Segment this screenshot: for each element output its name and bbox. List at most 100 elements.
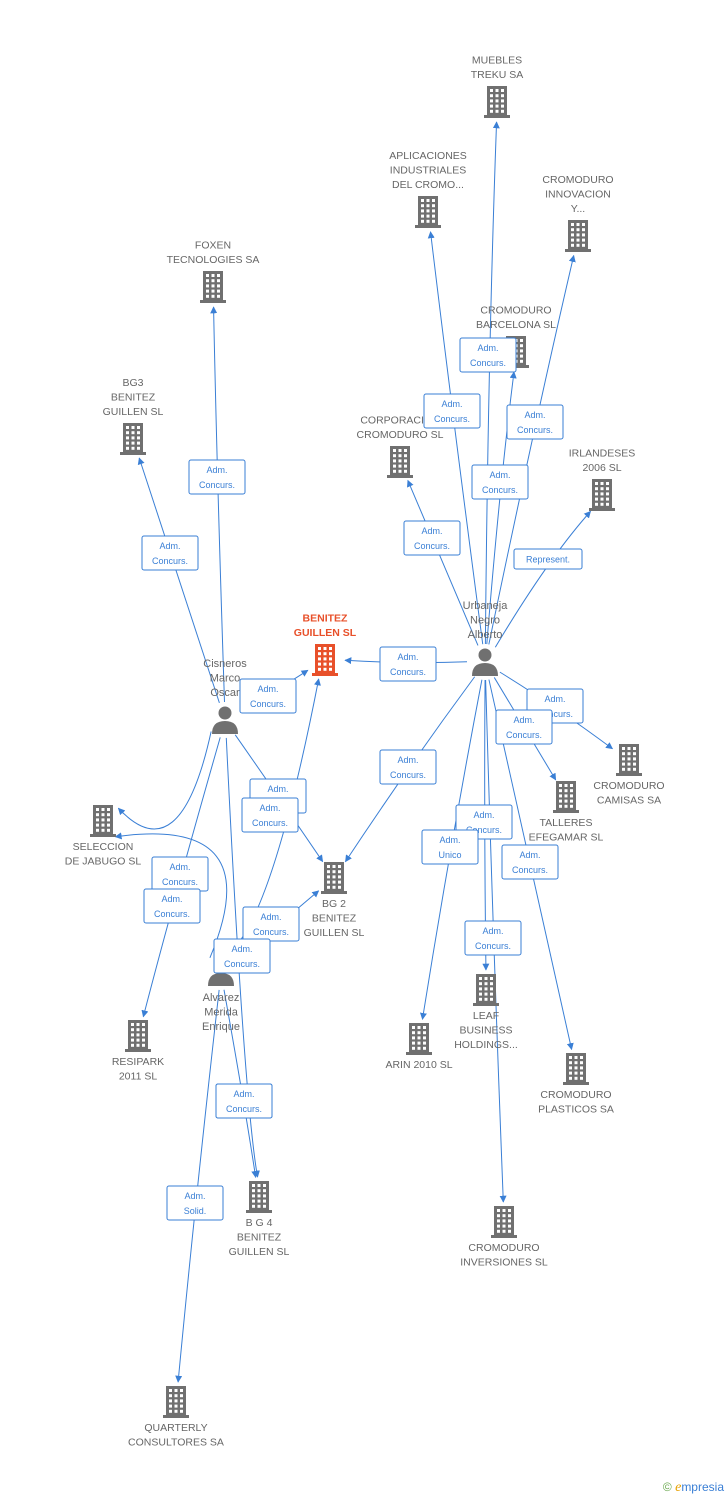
copyright-symbol: © <box>662 1480 672 1494</box>
node-label: Oscar <box>210 687 240 699</box>
node-label: Alvarez <box>203 992 240 1004</box>
edge-label-text: Adm. <box>257 684 278 694</box>
node-label: APLICACIONES <box>389 150 467 162</box>
node-label: SELECCION <box>73 841 134 853</box>
node-label: CAMISAS SA <box>597 795 661 807</box>
node-label: CROMODURO <box>542 174 613 186</box>
edge-label-cisneros-to-benitez[interactable]: Adm.Concurs. <box>239 678 297 714</box>
node-foxen[interactable]: FOXEN TECNOLOGIES SA <box>167 240 260 304</box>
edge-label-text: Adm. <box>524 410 545 420</box>
edge-label-box <box>471 464 529 500</box>
node-label: BENITEZ <box>237 1232 282 1244</box>
edge-label-box <box>464 920 522 956</box>
edge-label-text: Adm. <box>184 1191 205 1201</box>
edge-label-text: Adm. <box>397 652 418 662</box>
node-label: MUEBLES <box>472 55 522 67</box>
edge-label-urbaneja-to-bg2[interactable]: Adm.Concurs. <box>379 749 437 785</box>
node-arin[interactable]: ARIN 2010 SL <box>385 1023 453 1071</box>
building-icon <box>120 423 146 455</box>
node-label: 2011 SL <box>119 1071 157 1083</box>
edge-label-cisneros-to-foxen[interactable]: Adm.Concurs. <box>188 459 246 495</box>
node-label: FOXEN <box>195 240 231 252</box>
edge-label-urbaneja-to-corporacion[interactable]: Adm.Concurs. <box>403 520 461 556</box>
node-label: Cisneros <box>203 658 247 670</box>
node-label: CORPORACION <box>360 415 439 427</box>
edge-label-alvarez-to-bg2[interactable]: Adm.Concurs. <box>213 938 271 974</box>
edge-urbaneja-to-irlandeses <box>494 510 591 648</box>
edge-label-urbaneja-to-irlandeses[interactable]: Represent. <box>513 548 583 570</box>
edge-label-box <box>239 678 297 714</box>
edge-label-text: Adm. <box>169 862 190 872</box>
edge-label-text: Represent. <box>526 555 570 565</box>
edge-label-urbaneja-to-crom_innov[interactable]: Adm.Concurs. <box>506 404 564 440</box>
node-label: B G 4 <box>246 1217 273 1229</box>
edge-label-cisneros-to-bg3[interactable]: Adm.Concurs. <box>141 535 199 571</box>
edge-label-cisneros-to-seleccion[interactable]: Adm.Concurs. <box>151 856 209 892</box>
edge-label-urbaneja-to-aplicaciones[interactable]: Adm.Concurs. <box>423 393 481 429</box>
edge-label-alvarez-to-bg4[interactable]: Adm.Concurs. <box>215 1083 273 1119</box>
node-label: BENITEZ <box>312 913 357 925</box>
edge-label-box <box>379 749 437 785</box>
edge-label-text: Concurs. <box>224 959 260 969</box>
node-label: TECNOLOGIES SA <box>167 254 260 266</box>
node-label: TALLERES <box>540 817 593 829</box>
node-label: Negro <box>470 615 500 627</box>
node-crom_innov[interactable]: CROMODUROINNOVACIONY... <box>542 174 614 252</box>
node-label: IRLANDESES <box>569 448 636 460</box>
building-icon <box>200 271 226 303</box>
edge-label-box <box>459 337 517 373</box>
edge-label-box <box>166 1185 224 1221</box>
edge-cisneros-to-seleccion <box>117 731 212 830</box>
building-icon <box>565 220 591 252</box>
building-icon <box>616 744 642 776</box>
building-icon <box>246 1181 272 1213</box>
edge-label-box <box>506 404 564 440</box>
brand-initial: e <box>675 1480 682 1495</box>
node-crom_camisas[interactable]: CROMODURO CAMISAS SA <box>593 744 665 807</box>
edge-label-text: Concurs. <box>506 730 542 740</box>
edge-label-alvarez-to-quarterly[interactable]: Adm.Solid. <box>166 1185 224 1221</box>
edge-label-urbaneja-to-muebles[interactable]: Adm.Concurs. <box>459 337 517 373</box>
building-icon <box>415 196 441 228</box>
edge-label-alvarez-to-seleccion[interactable]: Adm.Concurs. <box>241 797 299 833</box>
node-leaf[interactable]: LEAFBUSINESSHOLDINGS... <box>454 974 518 1051</box>
node-label: CROMODURO <box>593 780 664 792</box>
edge-label-urbaneja-to-crom_bcn[interactable]: Adm.Concurs. <box>471 464 529 500</box>
empresia-credit[interactable]: © empresia <box>663 1480 724 1496</box>
edge-label-urbaneja-to-talleres[interactable]: Adm.Concurs. <box>495 709 553 745</box>
edge-label-box <box>188 459 246 495</box>
person-icon <box>472 648 498 676</box>
edge-label-alvarez-to-benitez[interactable]: Adm.Concurs. <box>242 906 300 942</box>
edge-label-urbaneja-to-crom_plasticos[interactable]: Adm.Concurs. <box>501 844 559 880</box>
edge-label-text: Concurs. <box>470 358 506 368</box>
edge-label-urbaneja-to-crom_inversiones[interactable]: Adm.Concurs. <box>464 920 522 956</box>
node-label: INDUSTRIALES <box>390 165 466 177</box>
building-icon <box>312 644 338 676</box>
edge-alvarez-to-seleccion <box>114 832 228 959</box>
node-label: BARCELONA SL <box>476 319 556 331</box>
node-label: ARIN 2010 SL <box>385 1059 452 1071</box>
edge-label-cisneros-to-resipark[interactable]: Adm.Concurs. <box>143 888 201 924</box>
edge-label-text: Adm. <box>206 465 227 475</box>
edge-label-text: Concurs. <box>252 818 288 828</box>
edge-label-urbaneja-to-arin[interactable]: Adm.Unico <box>421 829 479 865</box>
edge-label-urbaneja-to-benitez[interactable]: Adm.Concurs. <box>379 646 437 682</box>
